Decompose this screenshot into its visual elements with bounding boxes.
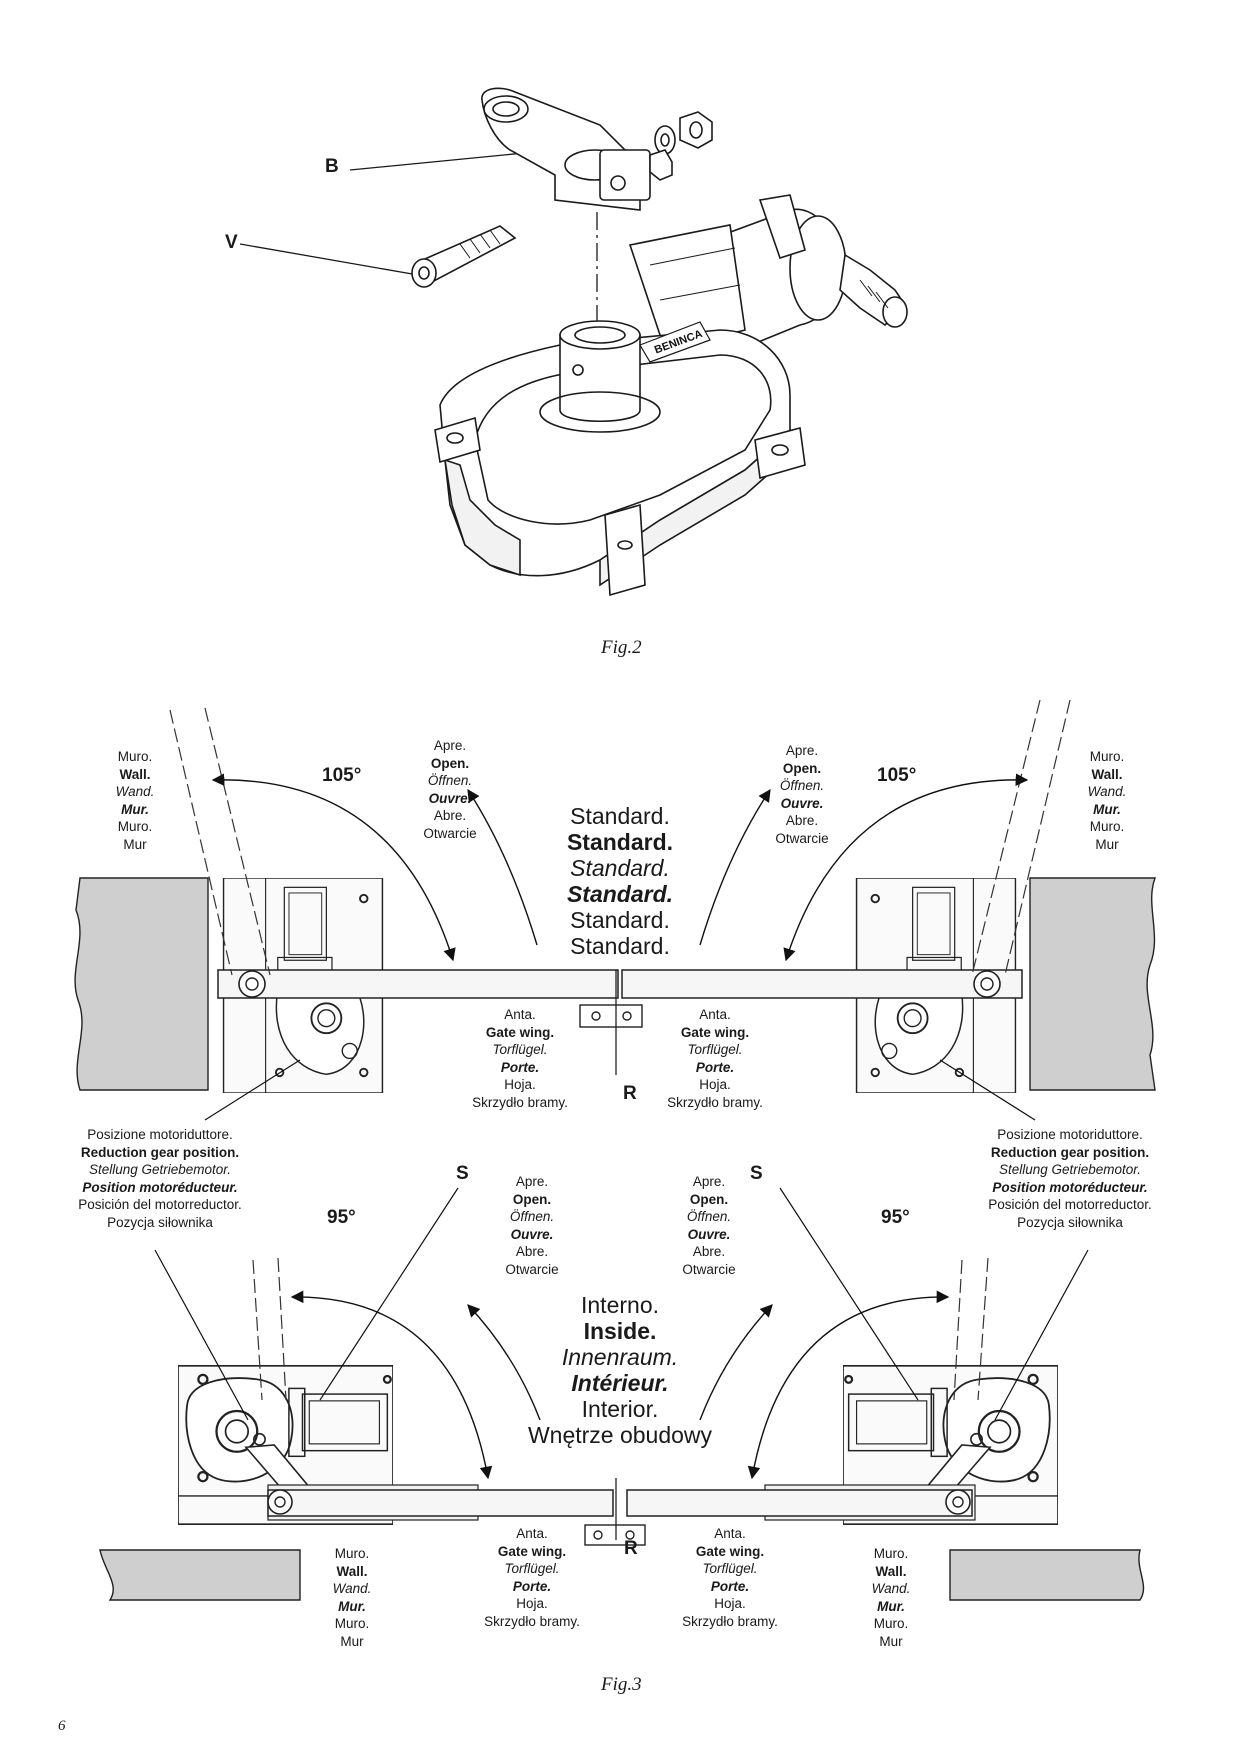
fig2-caption: Fig.2 [601, 637, 642, 658]
section-title-standard: Standard.Standard.Standard.Standard.Stan… [566, 803, 674, 959]
position-label-right: Posizione motoriduttore.Reduction gear p… [988, 1127, 1152, 1230]
gate-wing-label-std-right: Anta.Gate wing.Torflügel.Porte.Hoja.Skrz… [667, 1007, 763, 1110]
fig2-motor-drawing: BENINCA [239, 87, 908, 597]
open-label-inside-right: Apre.Open.Öffnen.Ouvre.Abre.Otwarcie [682, 1174, 736, 1277]
angle-inside-right: 95° [881, 1207, 910, 1228]
section-title-inside: Interno.Inside.Innenraum.Intérieur.Inter… [527, 1292, 713, 1448]
angle-std-left: 105° [322, 765, 362, 786]
lever-label-right: S [750, 1163, 763, 1184]
wall-label-std-right: Muro.Wall.Wand.Mur.Muro.Mur [1087, 749, 1127, 852]
callout-v: V [225, 232, 238, 253]
lever-label-left: S [456, 1163, 469, 1184]
angle-std-right: 105° [877, 765, 917, 786]
angle-inside-left: 95° [327, 1207, 356, 1228]
callout-b: B [325, 156, 339, 177]
fig3-caption: Fig.3 [601, 1674, 642, 1695]
open-label-std-left: Apre.Open.Öffnen.Ouvre.Abre.Otwarcie [423, 738, 477, 841]
fig3-inside-drawing [99, 1187, 1145, 1601]
gate-wing-label-inside-right: Anta.Gate wing.Torflügel.Porte.Hoja.Skrz… [682, 1526, 778, 1629]
stop-label-std: R [623, 1083, 637, 1104]
wall-label-inside-left: Muro.Wall.Wand.Mur.Muro.Mur [332, 1546, 372, 1649]
stop-label-inside: R [624, 1538, 638, 1559]
open-label-inside-left: Apre.Open.Öffnen.Ouvre.Abre.Otwarcie [505, 1174, 559, 1277]
page-number: 6 [58, 1718, 66, 1734]
wall-label-inside-right: Muro.Wall.Wand.Mur.Muro.Mur [871, 1546, 911, 1649]
wall-label-std-left: Muro.Wall.Wand.Mur.Muro.Mur [115, 749, 155, 852]
gate-wing-label-std-left: Anta.Gate wing.Torflügel.Porte.Hoja.Skrz… [472, 1007, 568, 1110]
position-label-left: Posizione motoriduttore.Reduction gear p… [78, 1127, 242, 1230]
fig3-standard-drawing [74, 699, 1157, 1121]
gate-wing-label-inside-left: Anta.Gate wing.Torflügel.Porte.Hoja.Skrz… [484, 1526, 580, 1629]
open-label-std-right: Apre.Open.Öffnen.Ouvre.Abre.Otwarcie [775, 743, 829, 846]
